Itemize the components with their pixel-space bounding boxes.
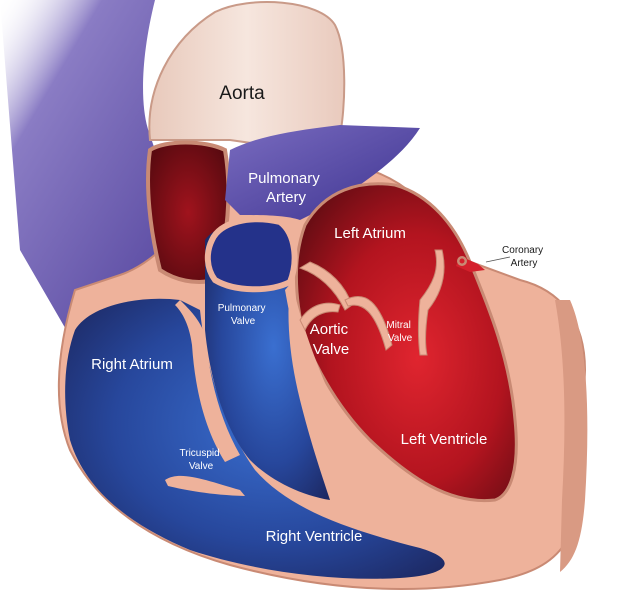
label-tricuspid-valve-line2: Valve xyxy=(189,461,214,472)
atrial-wall xyxy=(175,300,240,462)
label-pulmonary-artery: Pulmonary Artery xyxy=(248,170,324,206)
label-mitral-valve-line1: Mitral xyxy=(386,320,410,331)
label-right-atrium: Right Atrium xyxy=(91,356,173,373)
pulmonary-artery xyxy=(225,125,420,220)
label-aortic-valve-line1: Aortic xyxy=(310,321,349,338)
mitral-valve-leaflets xyxy=(344,249,445,356)
label-pulmonary-valve: Pulmonary Valve xyxy=(218,303,269,327)
label-aorta: Aorta xyxy=(219,83,265,104)
label-coronary-artery-line2: Artery xyxy=(511,258,538,269)
interventricular-septum xyxy=(285,282,370,492)
label-tricuspid-valve-line1: Tricuspid xyxy=(180,448,220,459)
label-right-ventricle: Right Ventricle xyxy=(266,528,363,545)
heart-edge-shade xyxy=(555,300,588,572)
aorta xyxy=(148,1,346,152)
coronary-artery xyxy=(456,256,511,272)
label-pulmonary-valve-line1: Pulmonary xyxy=(218,303,266,314)
label-coronary-artery-line1: Coronary xyxy=(502,245,543,256)
tricuspid-valve-leaflet xyxy=(165,475,245,496)
label-mitral-valve: Mitral Valve xyxy=(386,320,413,344)
label-pulmonary-valve-line2: Valve xyxy=(231,316,256,327)
label-left-ventricle: Left Ventricle xyxy=(401,431,488,448)
label-pulmonary-artery-line2: Artery xyxy=(266,189,307,206)
label-coronary-artery: Coronary Artery xyxy=(502,245,546,269)
label-left-atrium: Left Atrium xyxy=(334,225,406,242)
label-pulmonary-artery-line1: Pulmonary xyxy=(248,170,320,187)
label-aortic-valve: Aortic Valve xyxy=(310,321,353,358)
right-heart-chamber xyxy=(65,298,445,579)
aortic-valve-leaflets xyxy=(298,261,353,332)
label-mitral-valve-line2: Valve xyxy=(388,333,413,344)
label-tricuspid-valve: Tricuspid Valve xyxy=(180,448,223,472)
label-aortic-valve-line2: Valve xyxy=(313,341,349,358)
pulmonary-valve-ring xyxy=(204,216,298,293)
